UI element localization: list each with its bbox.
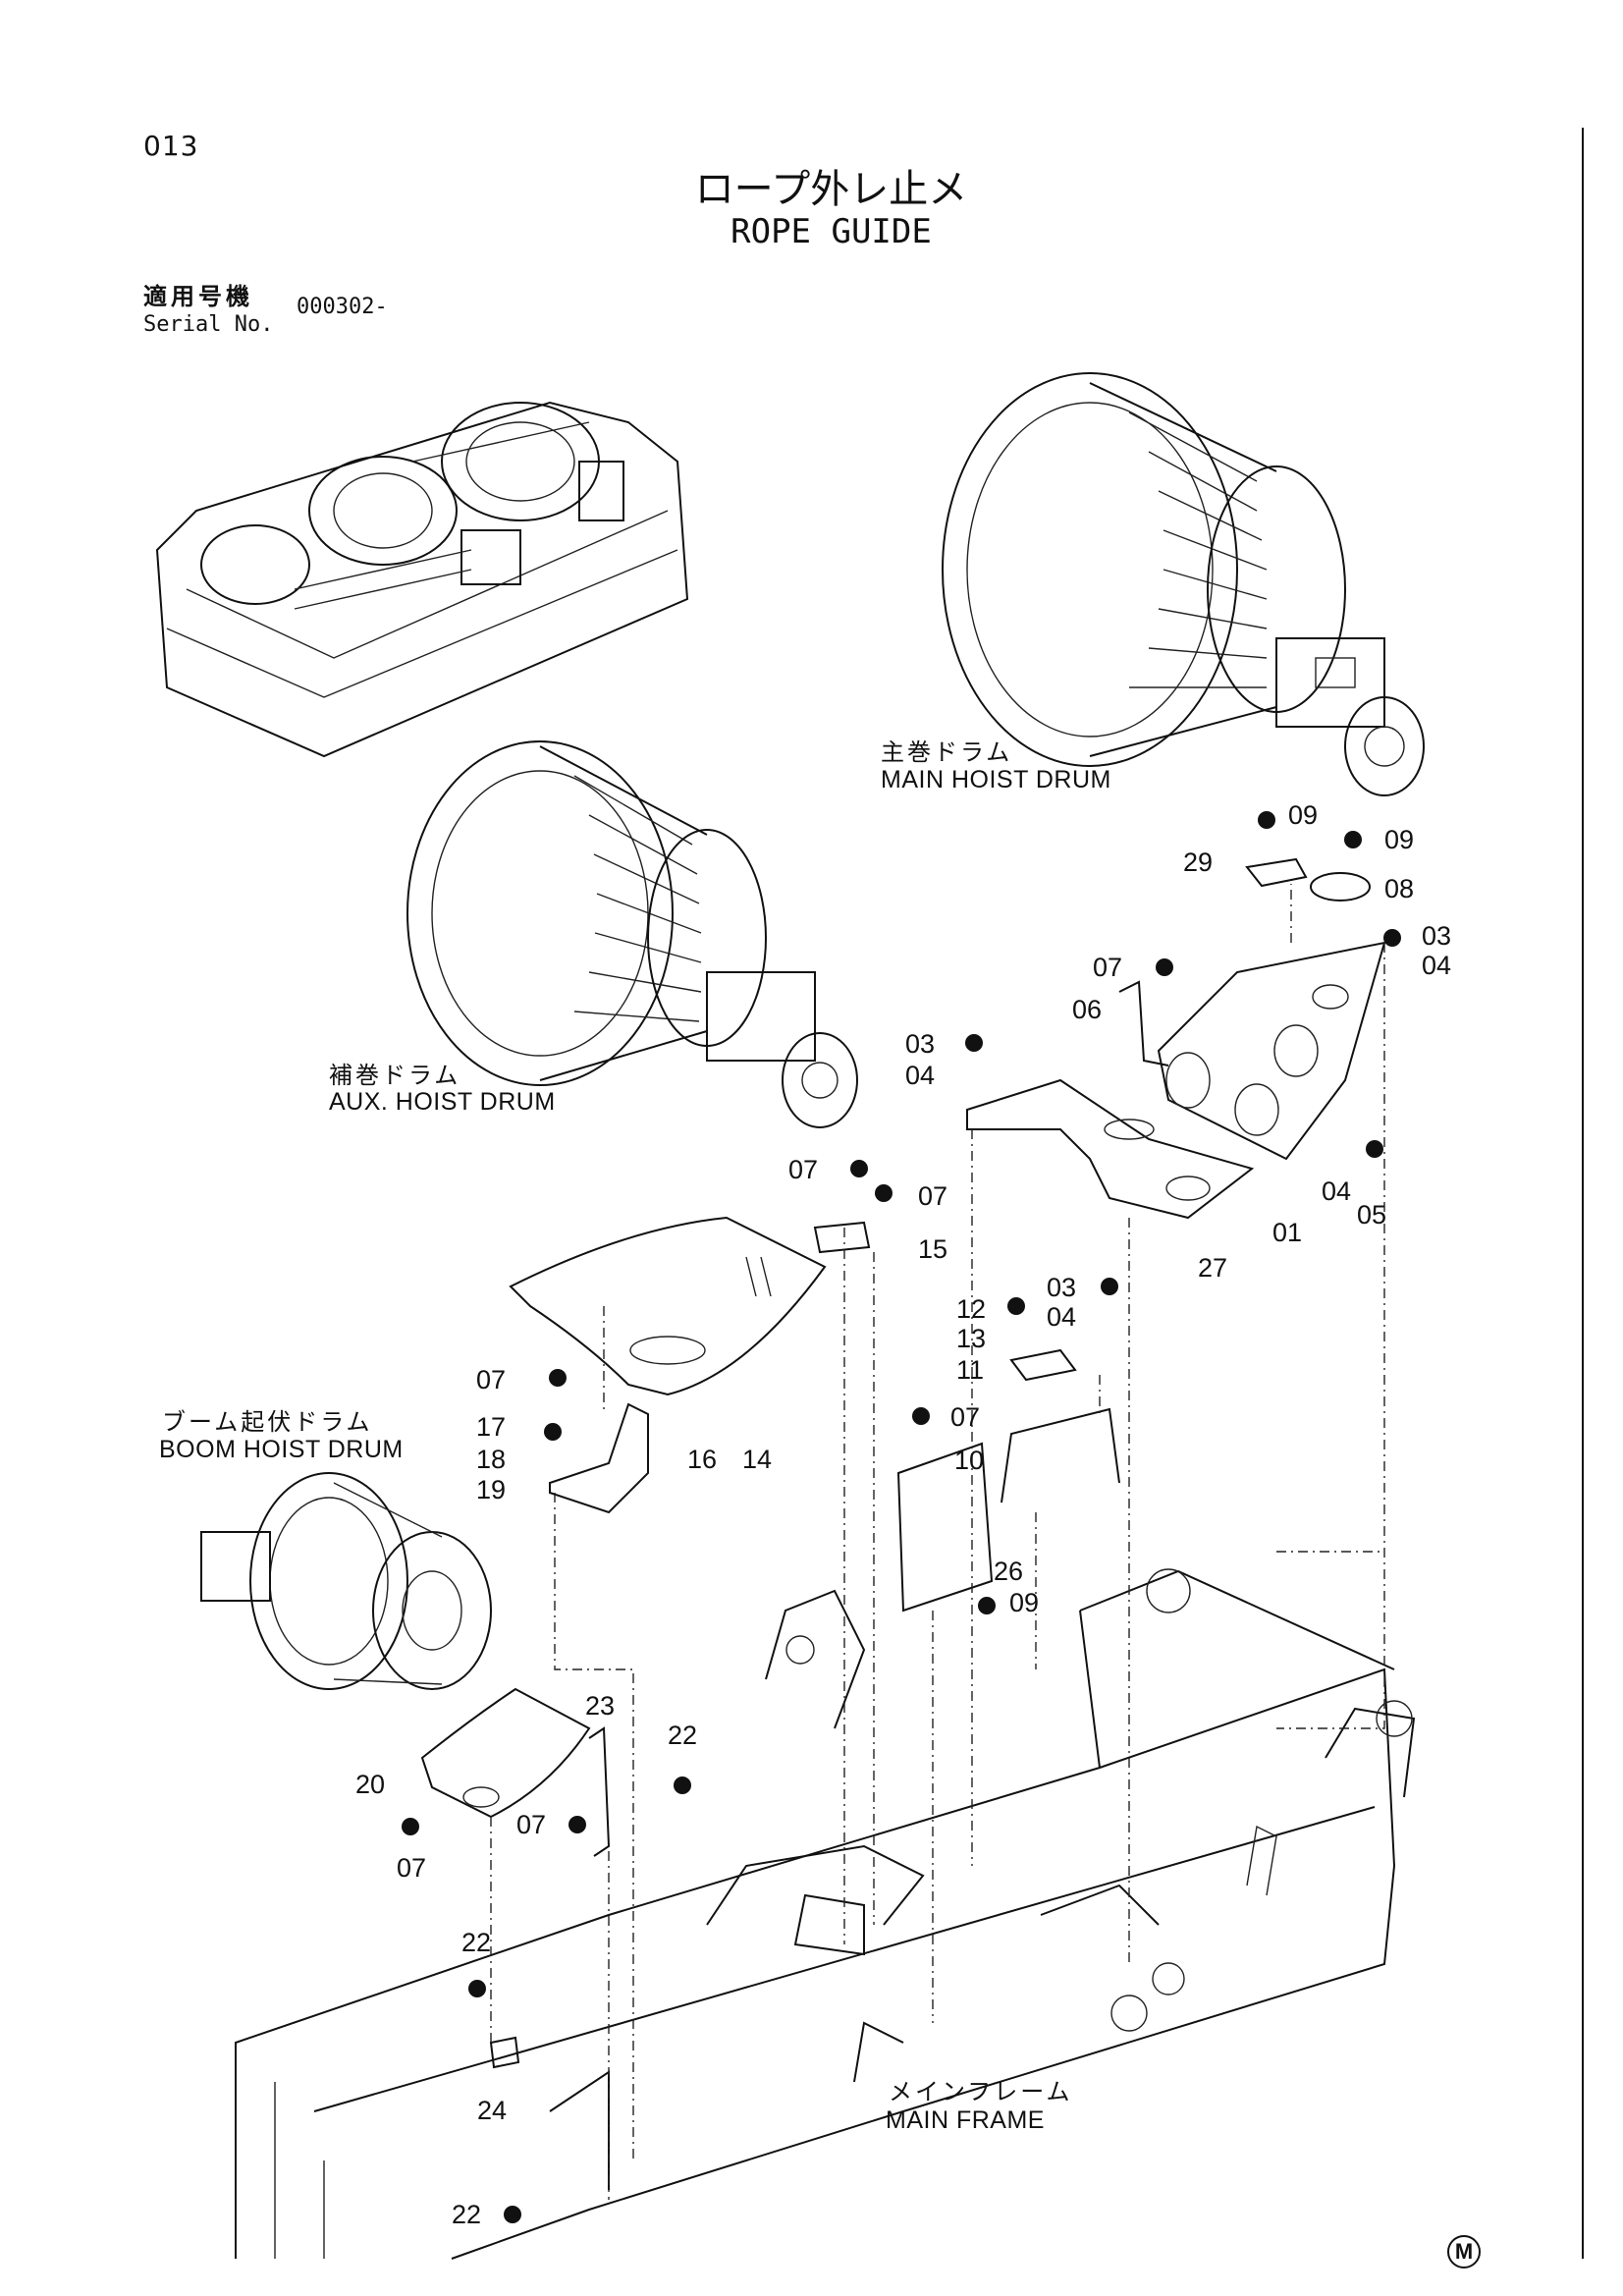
main-hoist-drum-drawing [942, 372, 1425, 796]
callout-part: 04 [905, 1061, 936, 1090]
callout-part: 27 [1198, 1253, 1228, 1283]
callout-part: 04 [1047, 1302, 1077, 1332]
callout-part: 07 [516, 1810, 547, 1839]
callout-part: 01 [1272, 1218, 1303, 1247]
callout-part: 07 [918, 1181, 948, 1211]
callout-part: 07 [476, 1365, 507, 1394]
callout-part: 29 [1183, 847, 1214, 877]
callout-part: 13 [956, 1324, 987, 1353]
boom-hoist-drum-label-jp: ブーム起伏ドラム [162, 1408, 373, 1436]
callout-part: 03 [1422, 921, 1452, 951]
callout-part: 03 [905, 1029, 936, 1059]
callout-part: 12 [956, 1294, 987, 1324]
callout-part: 24 [477, 2096, 508, 2125]
part-27-plate [966, 1078, 1255, 1220]
part-10-bracket [1001, 1407, 1120, 1503]
aux-hoist-drum-label-en: AUX. HOIST DRUM [329, 1088, 556, 1116]
callout-part: 08 [1384, 874, 1415, 903]
callout-part: 03 [1047, 1273, 1077, 1302]
callout-part: 04 [1322, 1176, 1352, 1206]
callout-part: 11 [956, 1355, 985, 1385]
aux-hoist-drum-label-jp: 補巻ドラム [329, 1062, 461, 1089]
main-hoist-drum-label-en: MAIN HOIST DRUM [881, 766, 1111, 793]
callout-part: 09 [1009, 1588, 1040, 1617]
title-english: ROPE GUIDE [730, 212, 932, 251]
main-frame-drawing [235, 1568, 1416, 2260]
part-24-block [489, 2036, 520, 2069]
part-15-bracket [813, 1221, 871, 1254]
callout-part: 05 [1357, 1200, 1387, 1230]
part-29-plate [1245, 857, 1308, 888]
callout-part: 04 [1422, 951, 1452, 980]
part-26-cover [896, 1442, 994, 1613]
callout-part: 07 [1093, 953, 1123, 982]
callout-part: 15 [918, 1234, 948, 1264]
callout-part: 22 [461, 1928, 492, 1957]
callout-part: 16 [687, 1445, 718, 1474]
bolts [402, 811, 1401, 2223]
assembly-lines [490, 884, 1385, 2200]
callout-part: 22 [452, 2200, 482, 2229]
main-hoist-drum-label-jp: 主巻ドラム [881, 738, 1013, 766]
main-frame-label-jp: メインフレーム [889, 2078, 1073, 2105]
serial-label-japanese: 適用号機 [143, 283, 253, 310]
serial-value: 000302- [297, 295, 388, 319]
callout-part: 20 [355, 1770, 386, 1799]
boom-hoist-drum-label-en: BOOM HOIST DRUM [159, 1436, 404, 1463]
callout-part: 17 [476, 1412, 507, 1442]
overview-winch-assembly [155, 401, 689, 758]
callout-part: 22 [668, 1721, 698, 1750]
callout-part: 19 [476, 1475, 507, 1504]
part-06-bracket [1118, 980, 1169, 1066]
part-11-plate [1009, 1348, 1077, 1382]
callout-part: 07 [788, 1155, 819, 1184]
callout-part: 09 [1288, 800, 1319, 830]
serial-label-english: Serial No. [143, 312, 274, 337]
part-20-cradle [420, 1687, 591, 1819]
part-14-cradle [509, 1216, 827, 1396]
callout-part: 18 [476, 1445, 507, 1474]
callout-part: 23 [585, 1691, 616, 1721]
callout-part: 26 [994, 1557, 1024, 1586]
aux-hoist-drum-drawing [406, 740, 858, 1128]
callout-part: 14 [742, 1445, 773, 1474]
part-08-cover [1310, 872, 1371, 902]
part-16-bracket [549, 1402, 649, 1514]
callout-part: 07 [397, 1853, 427, 1883]
m-mark-icon: M [1447, 2235, 1481, 2269]
title-japanese: ロープ外レ止メ [694, 167, 968, 212]
page-number: 013 [143, 130, 199, 162]
boom-hoist-drum-drawing [200, 1472, 492, 1690]
callout-part: 07 [950, 1402, 981, 1432]
callout-part: 09 [1384, 825, 1415, 854]
part-23-bracket [588, 1726, 611, 1857]
part-01-bracket [1157, 941, 1386, 1161]
callout-part: 06 [1072, 995, 1103, 1024]
callout-part: 10 [954, 1446, 985, 1475]
main-frame-label-en: MAIN FRAME [886, 2106, 1045, 2134]
